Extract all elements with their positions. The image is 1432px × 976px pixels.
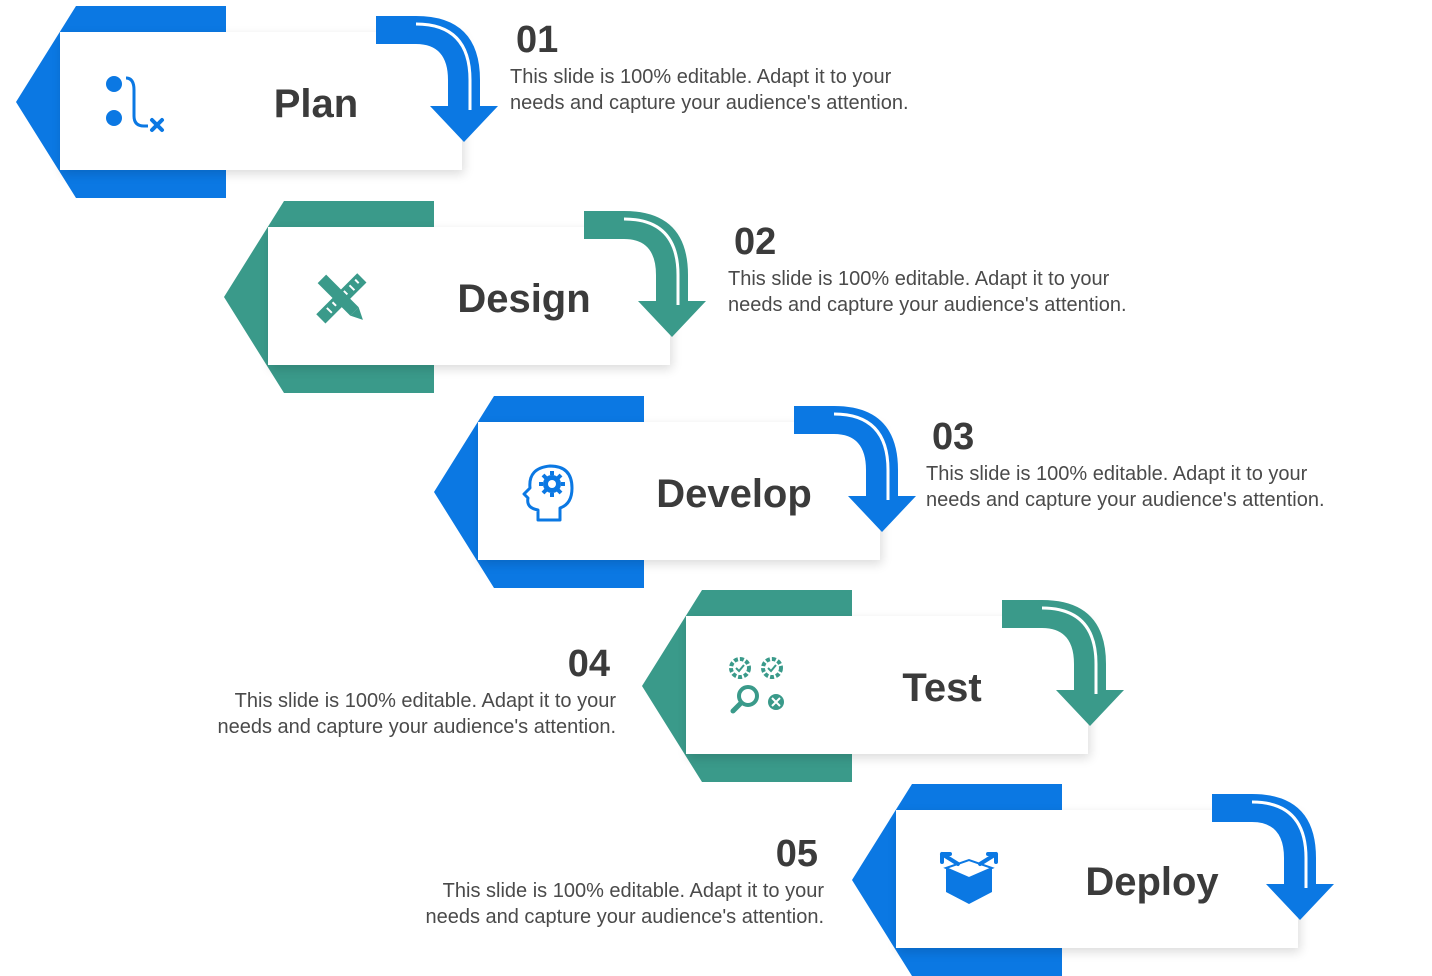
curved-arrow-icon — [794, 406, 916, 532]
curved-arrow-icon — [376, 16, 498, 142]
route-icon — [100, 70, 166, 136]
step-card — [60, 32, 462, 170]
step-description-block: 04 This slide is 100% editable. Adapt it… — [116, 644, 616, 740]
step-number: 02 — [734, 221, 777, 263]
step-description: This slide is 100% editable. Adapt it to… — [425, 880, 824, 928]
step-description-block: 01 This slide is 100% editable. Adapt it… — [510, 20, 1010, 116]
step-number: 01 — [516, 19, 559, 61]
curved-arrow-icon — [584, 211, 706, 337]
step-description-block: 05 This slide is 100% editable. Adapt it… — [324, 834, 824, 930]
step-title: Develop — [656, 472, 812, 516]
curved-arrow-icon — [1212, 794, 1334, 920]
step-design: Design — [224, 201, 744, 393]
step-description: This slide is 100% editable. Adapt it to… — [926, 463, 1325, 511]
step-number: 05 — [775, 833, 818, 875]
step-description: This slide is 100% editable. Adapt it to… — [217, 690, 616, 738]
step-title: Test — [902, 666, 982, 710]
step-title: Deploy — [1085, 860, 1219, 904]
step-develop: Develop — [434, 396, 954, 588]
step-description-block: 02 This slide is 100% editable. Adapt it… — [728, 222, 1228, 318]
step-description: This slide is 100% editable. Adapt it to… — [728, 268, 1127, 316]
curved-arrow-icon — [1002, 600, 1124, 726]
step-description-block: 03 This slide is 100% editable. Adapt it… — [926, 417, 1426, 513]
step-number: 04 — [567, 643, 610, 685]
step-test: Test — [642, 590, 1162, 782]
open-box-icon — [936, 848, 1002, 914]
step-plan: Plan — [16, 6, 536, 198]
step-title: Design — [457, 277, 591, 321]
ruler-pencil-icon — [308, 265, 374, 331]
head-gear-icon — [518, 460, 584, 526]
step-deploy: Deploy — [852, 784, 1372, 976]
step-card — [686, 616, 1088, 754]
gears-magnifier-icon — [726, 654, 792, 720]
step-description: This slide is 100% editable. Adapt it to… — [510, 66, 909, 114]
step-title: Plan — [273, 82, 359, 126]
step-number: 03 — [932, 416, 975, 458]
